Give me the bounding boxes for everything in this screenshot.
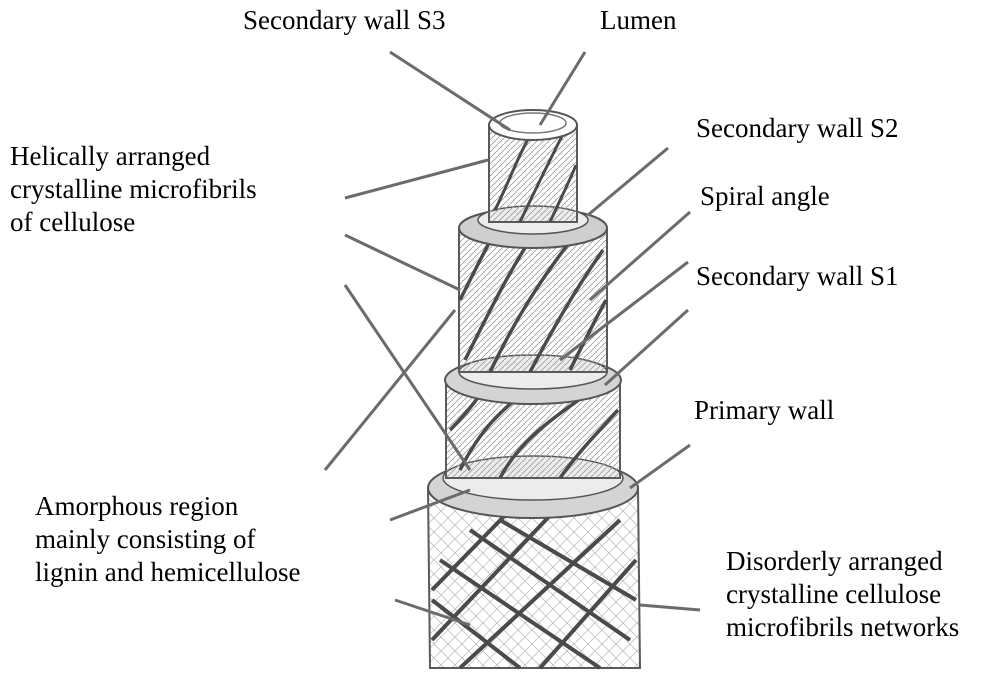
label-helical-line-2: crystalline microfibrils [10, 173, 257, 206]
leader-helical-2 [345, 235, 460, 290]
leader-disorderly [640, 605, 700, 610]
leader-helical-4 [325, 310, 455, 470]
label-secondary-wall-s2: Secondary wall S2 [696, 112, 898, 145]
leader-s2 [588, 148, 668, 215]
label-lumen: Lumen [600, 4, 676, 37]
leader-s1b [605, 310, 688, 385]
label-amorphous-line-3: lignin and hemicellulose [35, 556, 300, 589]
label-helical: Helically arranged crystalline microfibr… [10, 140, 257, 239]
label-amorphous: Amorphous region mainly consisting of li… [35, 490, 300, 589]
label-spiral-angle: Spiral angle [700, 180, 830, 213]
leader-primary-wall [630, 445, 690, 488]
label-disorderly-line-2: crystalline cellulose [726, 578, 959, 611]
label-amorphous-line-1: Amorphous region [35, 490, 300, 523]
label-amorphous-line-2: mainly consisting of [35, 523, 300, 556]
label-secondary-wall-s3: Secondary wall S3 [243, 4, 445, 37]
leader-s3 [390, 52, 510, 130]
label-disorderly: Disorderly arranged crystalline cellulos… [726, 545, 959, 644]
label-helical-line-3: of cellulose [10, 206, 257, 239]
label-disorderly-line-3: microfibrils networks [726, 611, 959, 644]
label-disorderly-line-1: Disorderly arranged [726, 545, 959, 578]
s2-section [459, 230, 607, 372]
label-primary-wall: Primary wall [694, 394, 834, 427]
label-secondary-wall-s1: Secondary wall S1 [696, 260, 898, 293]
leader-helical-1 [345, 160, 488, 198]
label-helical-line-1: Helically arranged [10, 140, 257, 173]
